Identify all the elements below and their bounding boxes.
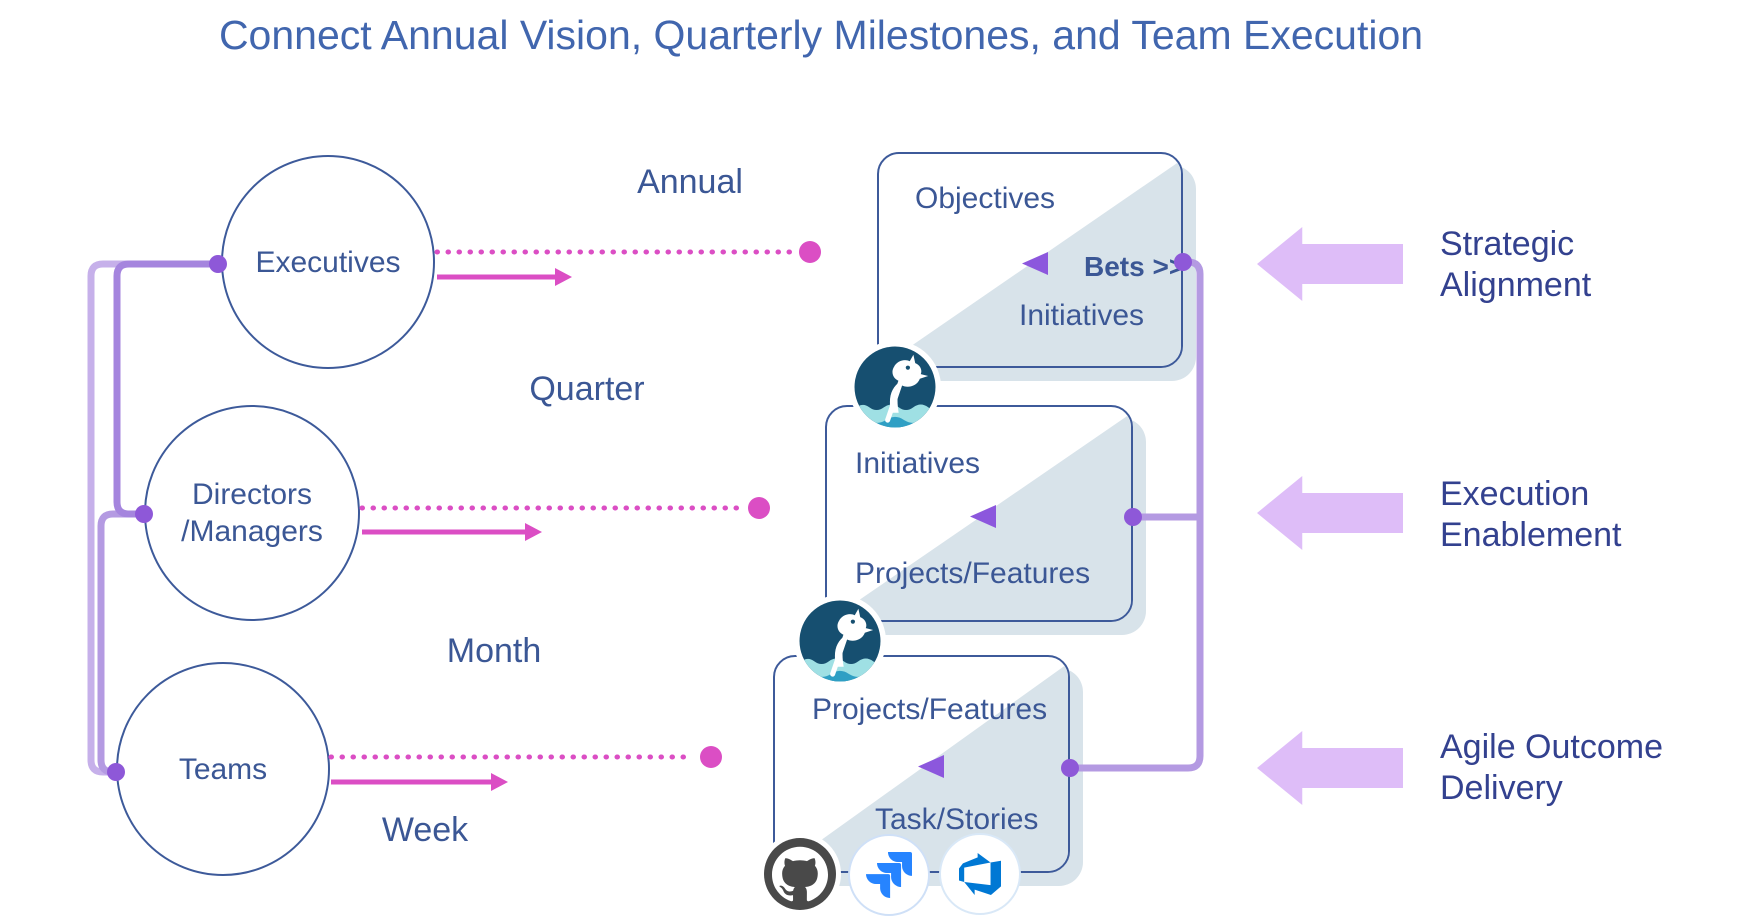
- cadence-label-week: Week: [381, 811, 469, 849]
- box3-secondary-label: Task/Stories: [875, 803, 1039, 836]
- outcome-line1: Agile Outcome: [1440, 728, 1663, 766]
- role-circle-directors-managers: Directors /Managers: [144, 405, 360, 621]
- outcome-line2: Alignment: [1440, 266, 1592, 304]
- github-disc: [764, 838, 836, 910]
- page-title: Connect Annual Vision, Quarterly Milesto…: [218, 12, 1424, 58]
- box1-secondary-label: Initiatives: [1019, 299, 1145, 332]
- cadence-label-quarter: Quarter: [529, 370, 645, 408]
- role-circle-teams: Teams: [116, 662, 330, 876]
- initiatives-projects-box: Initiatives Projects/Features: [825, 405, 1146, 635]
- role-label-directors: Directors: [191, 478, 312, 511]
- projects-tasks-box: Projects/Features Task/Stories: [773, 655, 1083, 886]
- outcome-line2: Enablement: [1440, 516, 1622, 554]
- box2-secondary-label: Projects/Features: [855, 557, 1091, 590]
- box1-primary-label: Objectives: [915, 182, 1056, 215]
- outcome-arrow-strategic-alignment: [1257, 227, 1403, 301]
- cadence-label-annual: Annual: [637, 163, 743, 201]
- outcome-label-execution-enablement: Execution Enablement: [1440, 474, 1621, 556]
- objectives-initiatives-box: Objectives Bets >> Initiatives: [877, 152, 1196, 381]
- dragonboat-logo-icon: [849, 341, 941, 433]
- cadence-label-month: Month: [446, 632, 542, 670]
- outcome-line1: Execution: [1440, 475, 1590, 513]
- role-label-managers: /Managers: [181, 515, 323, 548]
- outcome-arrow-agile-outcome-delivery: [1257, 731, 1403, 805]
- role-label-teams: Teams: [178, 752, 268, 786]
- github-icon: [759, 833, 841, 915]
- box-face: Projects/Features Task/Stories: [773, 655, 1070, 873]
- box-face: Objectives Bets >> Initiatives: [877, 152, 1183, 368]
- bets-callout-label: Bets >>: [1084, 251, 1183, 282]
- outcome-label-agile-outcome-delivery: Agile Outcome Delivery: [1440, 727, 1663, 809]
- box2-primary-label: Initiatives: [855, 447, 981, 480]
- outcome-line1: Strategic: [1440, 225, 1575, 263]
- box3-primary-label: Projects/Features: [812, 693, 1048, 726]
- outcome-label-strategic-alignment: Strategic Alignment: [1440, 224, 1591, 306]
- role-label-executives: Executives: [255, 245, 401, 279]
- jira-icon: [848, 834, 930, 916]
- box-face: Initiatives Projects/Features: [825, 405, 1133, 622]
- dragonboat-logo-icon: [794, 595, 886, 687]
- role-circle-executives: Executives: [221, 155, 435, 369]
- outcome-arrow-execution-enablement: [1257, 476, 1403, 550]
- azure-devops-icon: [939, 833, 1021, 915]
- outcome-line2: Delivery: [1440, 769, 1563, 807]
